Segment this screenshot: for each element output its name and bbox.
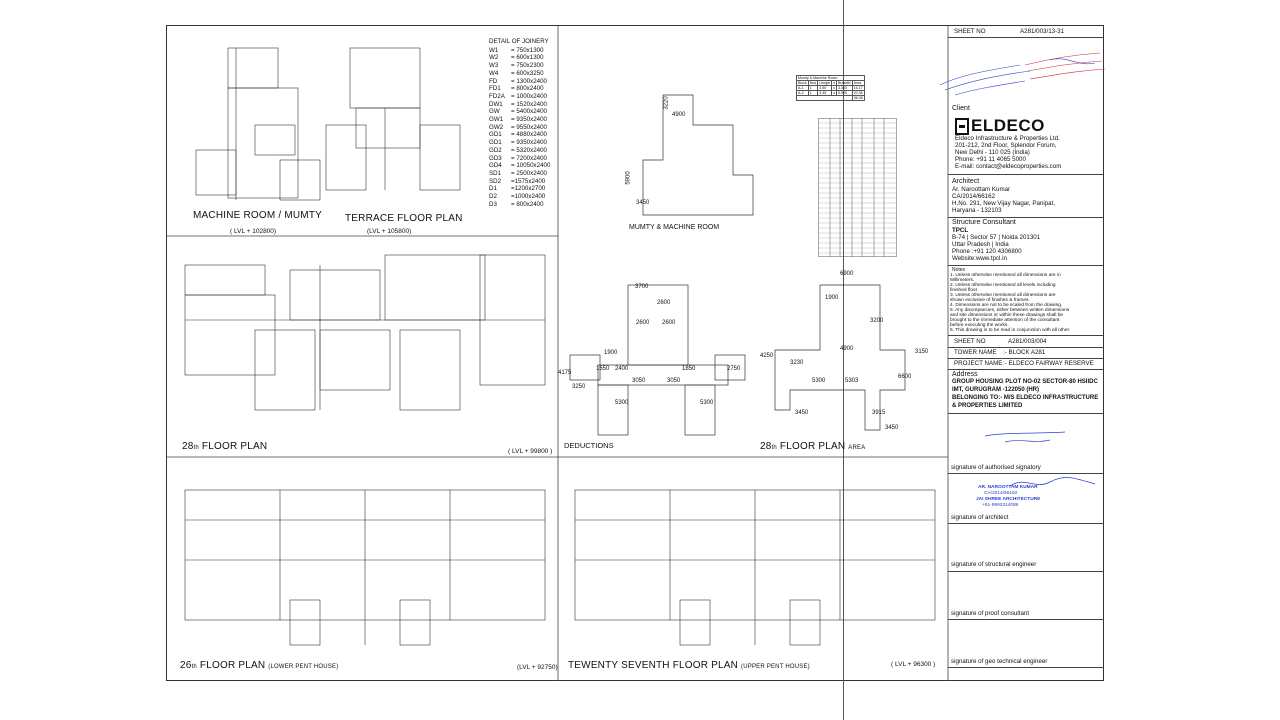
table-row: 36.08 (796, 95, 865, 101)
authorised-signature (984, 431, 1066, 443)
dim-label: 3450 (885, 425, 899, 431)
dim-label: 3915 (872, 410, 886, 416)
dim-label: 5900 (625, 171, 632, 185)
architect-stamp: AR. NAROOTTAM KUMAR (978, 485, 1038, 490)
sig-authorised-label: signature of authorised signatory (951, 464, 1041, 471)
dim-label: 2750 (727, 366, 741, 372)
joinery-row: D2=1000x2400 (489, 193, 546, 201)
joinery-row: GD1= 9350x2400 (489, 139, 547, 147)
approval-stamp-signature (939, 52, 1106, 96)
dim-label: 4250 (760, 353, 774, 359)
joinery-row: FD1= 800x2400 (489, 85, 544, 93)
floor26-level: (LVL + 92750) (517, 664, 558, 671)
dim-label: 6900 (840, 271, 854, 277)
joinery-row: GW= 5400x2400 (489, 108, 547, 116)
terrace-floor-level: (LVL + 105800) (367, 228, 412, 235)
joinery-row: SD1= 2500x2400 (489, 169, 547, 177)
dim-label: 1850 (682, 366, 696, 372)
drawing-sheet (148, 2, 1112, 718)
typical-area-table (818, 118, 897, 257)
table-row: A-2 1 3.45 x 5.900 20.36 (796, 90, 865, 96)
dim-label: 5303 (845, 378, 859, 384)
joinery-row: FD2A= 1000x2400 (489, 92, 547, 100)
joinery-row: GW2= 9550x2400 (489, 123, 547, 131)
mumty-title: MUMTY & MACHINE ROOM (629, 224, 720, 231)
dim-label: 3200 (870, 318, 884, 324)
title-block: SHEET NO A281/003/13-31 Client ELDECO El… (948, 25, 1104, 681)
dim-label: 3700 (635, 284, 649, 290)
eldeco-logo: ELDECO (955, 116, 1045, 136)
dim-label: 5300 (615, 400, 629, 406)
floor28-area-title: 28th FLOOR PLAN AREA (760, 441, 866, 452)
dim-label: 3450 (636, 200, 650, 206)
floor27-level: ( LVL + 96300 ) (891, 661, 936, 668)
dim-label: 3230 (790, 360, 804, 366)
joinery-row: W1= 750x1300 (489, 46, 544, 54)
dim-label: 3220 (663, 96, 670, 110)
dim-label: 1900 (825, 295, 839, 301)
mumty-area-table: Mumty & Machine Room Block Nos Length x … (796, 75, 865, 101)
joinery-row: FD= 1300x2400 (489, 77, 547, 85)
dim-label: 5300 (812, 378, 826, 384)
machine-room-level: ( LVL + 102800) (230, 228, 277, 235)
page-fold-line (843, 0, 844, 720)
joinery-row: SD2=1575x2400 (489, 177, 546, 185)
floor27-title: TEWENTY SEVENTH FLOOR PLAN (UPPER PENT H… (568, 660, 810, 671)
dim-label: 4900 (840, 346, 854, 352)
dim-label: 3250 (572, 384, 586, 390)
dim-label: 2600 (662, 320, 676, 326)
dim-label: 3050 (632, 378, 646, 384)
joinery-heading: DETAIL OF JOINERY (489, 38, 549, 45)
dim-label: 6600 (898, 374, 912, 380)
terrace-floor-title: TERRACE FLOOR PLAN (345, 213, 463, 224)
structure-consultant-label: Structure Consultant (952, 219, 1016, 226)
dim-label: 3150 (915, 349, 929, 355)
dim-label: 1650 (596, 366, 610, 372)
dim-label: 4175 (558, 370, 572, 376)
sheet-no-label: SHEET NO (954, 28, 986, 35)
notes-label: Notes (952, 267, 966, 273)
drawing-frame (166, 25, 1104, 681)
joinery-row: D3= 800x2400 (489, 200, 544, 208)
dim-label: 2600 (636, 320, 650, 326)
sig-geo-label: signature of geo technical engineer (951, 658, 1048, 665)
dim-label: 1900 (604, 350, 618, 356)
dim-label: 3450 (795, 410, 809, 416)
joinery-row: GD4= 10050x2400 (489, 162, 551, 170)
dim-label: 4900 (672, 112, 686, 118)
floor28-title: 28th FLOOR PLAN (182, 441, 268, 452)
architect-label: Architect (952, 178, 980, 185)
dim-label: 2400 (615, 366, 629, 372)
eldeco-logo-icon (955, 117, 969, 135)
joinery-row: W2= 600x1300 (489, 54, 544, 62)
joinery-row: GD1= 4880x2400 (489, 131, 547, 139)
joinery-schedule: DETAIL OF JOINERY W1= 750x1300 W2= 600x1… (489, 38, 550, 208)
machine-room-title: MACHINE ROOM / MUMTY (193, 210, 322, 221)
dim-label: 2600 (657, 300, 671, 306)
floor26-title: 26th FLOOR PLAN (LOWER PENT HOUSE) (180, 660, 339, 671)
joinery-row: GD2= 5320x2400 (489, 146, 547, 154)
deductions-title: DEDUCTIONS (564, 441, 614, 450)
client-label: Client (952, 105, 970, 112)
joinery-row: GD3= 7200x2400 (489, 154, 547, 162)
joinery-row: W3= 750x2300 (489, 62, 544, 70)
sig-structural-label: signature of structural engineer (951, 561, 1037, 568)
dim-label: 3050 (667, 378, 681, 384)
table-row: Block Nos Length x Breadth Area (796, 80, 865, 86)
sig-proof-label: signature of proof consultant (951, 610, 1030, 617)
joinery-row: W4= 600x3250 (489, 69, 544, 77)
sheet-no-value: A281/003/13-31 (1020, 28, 1065, 35)
joinery-row: GW1= 9350x2400 (489, 116, 547, 124)
architect-signature (1009, 477, 1096, 487)
joinery-row: D1=1200x2700 (489, 185, 546, 193)
sig-architect-label: signature of architect (951, 514, 1009, 521)
address-label: Address (952, 371, 978, 378)
joinery-row: DW1= 1520x2400 (489, 100, 547, 108)
dim-label: 5300 (700, 400, 714, 406)
floor28-level: ( LVL + 99800 ) (508, 448, 553, 455)
